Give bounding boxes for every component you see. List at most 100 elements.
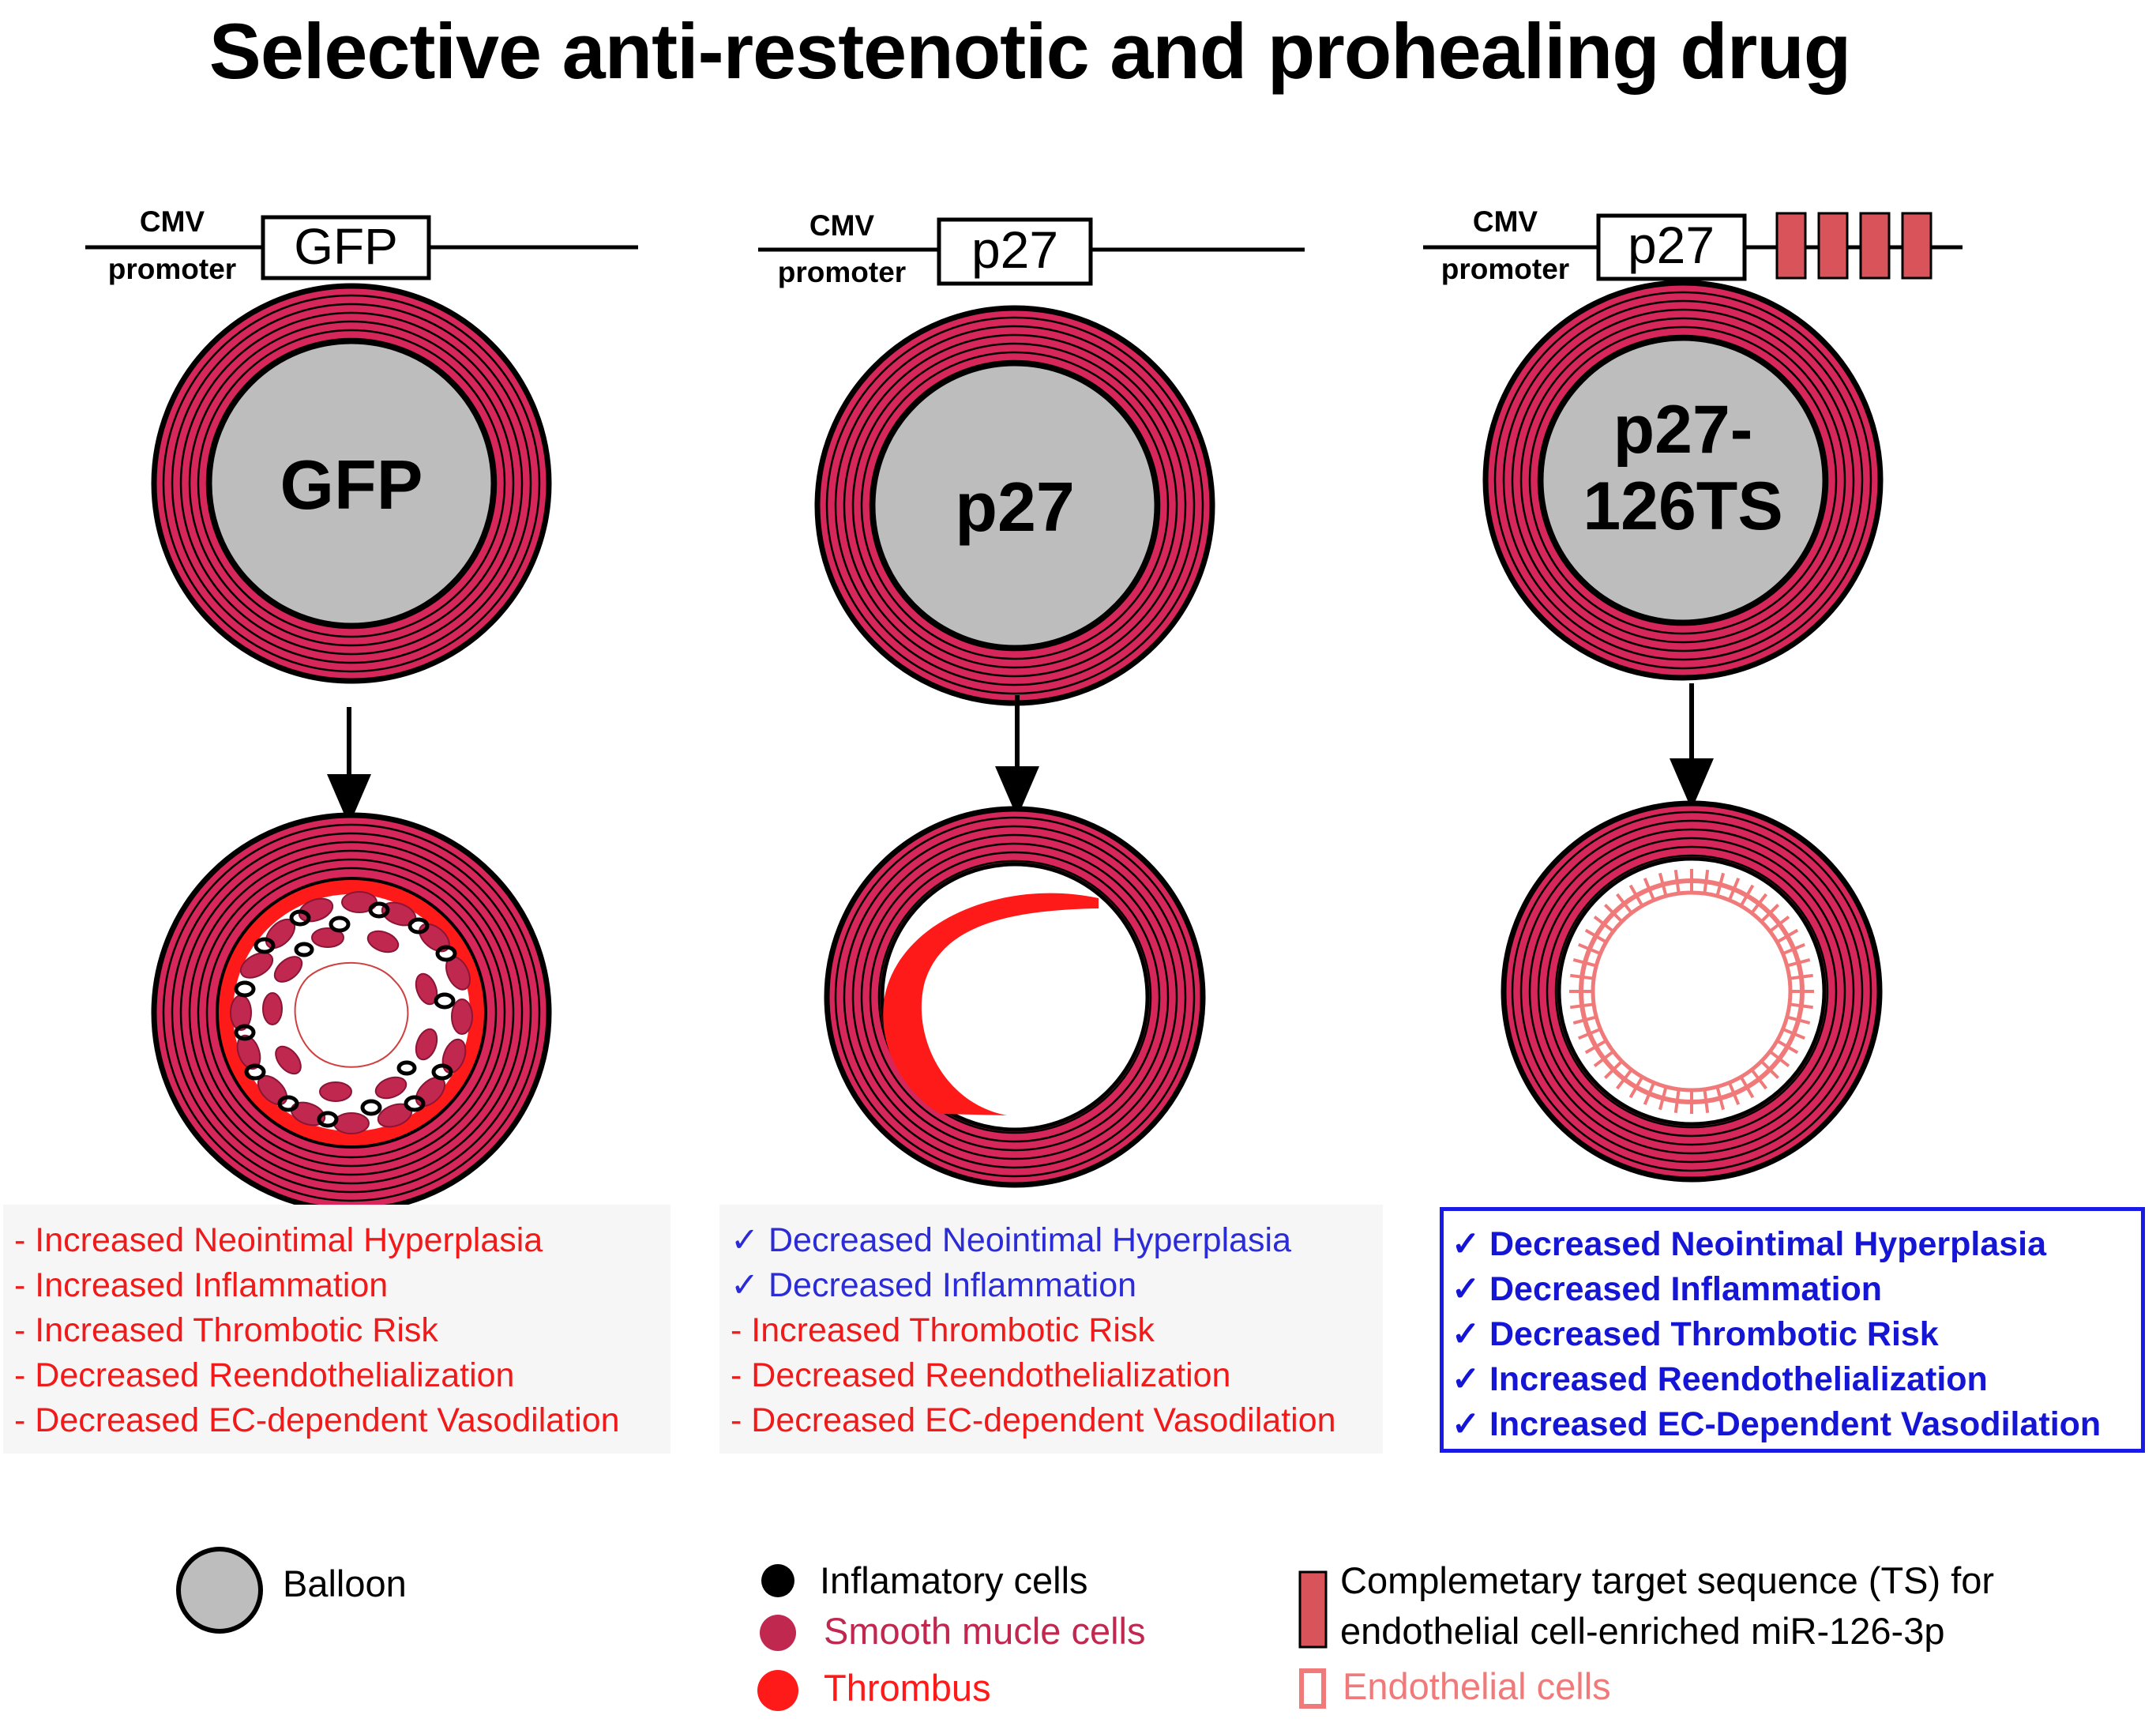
endothelial-cell-tick xyxy=(1768,916,1790,933)
legend-thrombus-label: Thrombus xyxy=(824,1667,991,1709)
endothelial-cell-tick xyxy=(1570,1002,1594,1010)
vessel-with-balloon-p27: p27 xyxy=(817,308,1212,703)
endothelial-cell-tick xyxy=(1628,1076,1644,1099)
endothelial-cell-tick xyxy=(1782,1027,1805,1040)
endothelial-cell-tick xyxy=(1658,1086,1668,1111)
endothelial-cell-tick xyxy=(1643,878,1656,901)
thrombus xyxy=(883,893,1099,1115)
vessel-outcome-restenosis xyxy=(154,815,549,1210)
outcome-item: ✓ Increased Reendothelialization xyxy=(1452,1360,1988,1398)
outcome-item: - Increased Neointimal Hyperplasia xyxy=(14,1221,543,1259)
endothelial-cell-tick xyxy=(1584,928,1607,944)
smooth-muscle-cells xyxy=(230,891,473,1134)
vessel-outcome-thrombus xyxy=(827,809,1203,1185)
vessel-with-balloon-gfp: GFP xyxy=(154,286,549,681)
balloon xyxy=(1538,335,1828,626)
balloon xyxy=(870,360,1160,651)
legend-balloon-swatch xyxy=(176,1547,263,1634)
endothelial-cell-tick xyxy=(1616,1068,1633,1090)
endothelial-cell-tick xyxy=(1715,1086,1726,1111)
balloon-label: p27 xyxy=(955,468,1075,546)
outcome-item: ✓ Decreased Neointimal Hyperplasia xyxy=(731,1221,1292,1259)
endothelial-cell-tick xyxy=(1616,893,1633,915)
legend-ts-label-line1: Complemetary target sequence (TS) for xyxy=(1340,1559,1995,1601)
outcome-box-gfp: - Increased Neointimal Hyperplasia - Inc… xyxy=(3,1205,670,1454)
outcome-item: - Increased Thrombotic Risk xyxy=(731,1311,1155,1349)
endothelial-cell-tick xyxy=(1578,942,1602,956)
endothelial-cell-tick xyxy=(1789,1002,1813,1010)
endothelial-cell-tick xyxy=(1703,1089,1710,1113)
endothelial-cell-tick xyxy=(1578,1027,1602,1040)
balloon xyxy=(206,338,497,629)
endothelial-cell-tick xyxy=(1572,1015,1597,1025)
ts-sequence-box xyxy=(1901,212,1933,280)
endothelial-cell-tick xyxy=(1789,973,1813,980)
promoter-label-top: CMV xyxy=(140,205,205,238)
endothelial-cells xyxy=(1569,869,1814,1114)
endothelial-cell-tick xyxy=(1750,1068,1767,1090)
endothelial-cell-tick xyxy=(1572,957,1597,968)
outcome-item: ✓ Increased EC-Dependent Vasodilation xyxy=(1452,1405,2102,1443)
endothelial-cell-tick xyxy=(1570,973,1594,980)
endothelial-cell-tick xyxy=(1673,870,1681,894)
endothelial-cell-tick xyxy=(1715,872,1726,897)
inflammatory-cells xyxy=(234,901,457,1128)
vessel-with-balloon-p27-126ts: p27- 126TS xyxy=(1486,283,1880,678)
endothelial-cell-tick xyxy=(1673,1089,1681,1113)
arrow-down-icon xyxy=(995,695,1039,818)
outcome-item: ✓ Decreased Neointimal Hyperplasia xyxy=(1452,1225,2047,1263)
gene-label: p27 xyxy=(971,220,1058,279)
lumen xyxy=(1557,856,1827,1126)
promoter-label-top: CMV xyxy=(809,209,875,242)
outcome-item: ✓ Decreased Inflammation xyxy=(1452,1270,1883,1308)
outcome-box-p27-126ts: ✓ Decreased Neointimal Hyperplasia ✓ Dec… xyxy=(1440,1207,2145,1453)
outcome-item: ✓ Decreased Thrombotic Risk xyxy=(1452,1315,1939,1353)
vessel-outcome-healed xyxy=(1504,803,1880,1179)
balloon-label: GFP xyxy=(280,446,423,524)
construct-p27-126ts: CMV promoter p27 xyxy=(1423,205,1963,285)
endothelial-cell-tick xyxy=(1593,916,1615,933)
endothelial-cell-tick xyxy=(1776,928,1799,944)
legend-inflammatory-swatch xyxy=(761,1564,794,1597)
legend-endothelial-label: Endothelial cells xyxy=(1343,1665,1611,1707)
outcome-item: ✓ Decreased Inflammation xyxy=(731,1266,1137,1304)
legend-smooth-muscle-label: Smooth mucle cells xyxy=(824,1610,1146,1652)
endothelial-cell-tick xyxy=(1727,878,1741,901)
outcome-item: - Increased Inflammation xyxy=(14,1266,389,1304)
outcome-item: - Increased Thrombotic Risk xyxy=(14,1311,438,1349)
narrowed-lumen xyxy=(294,961,409,1068)
legend-smooth-muscle-swatch xyxy=(760,1615,796,1651)
gene-box xyxy=(937,217,1093,286)
gene-box xyxy=(261,215,431,280)
legend-ts-label-line2: endothelial cell-enriched miR-126-3p xyxy=(1340,1610,1945,1652)
endothelial-cell-tick xyxy=(1750,893,1767,915)
endothelial-cell-tick xyxy=(1703,870,1710,894)
outcome-item: - Decreased Reendothelialization xyxy=(14,1356,515,1394)
endothelial-cell-tick xyxy=(1603,1059,1624,1080)
ts-sequence-box xyxy=(1775,212,1807,280)
endothelial-cell-tick xyxy=(1768,1050,1790,1067)
balloon-label-line2: 126TS xyxy=(1583,468,1782,544)
outcome-box-p27: ✓ Decreased Neointimal Hyperplasia ✓ Dec… xyxy=(719,1205,1383,1454)
endothelial-cell-tick xyxy=(1727,1081,1741,1105)
endothelial-cell-tick xyxy=(1739,884,1755,907)
promoter-label-bottom: promoter xyxy=(108,253,236,285)
gene-box xyxy=(1596,213,1747,281)
endothelial-cell-tick xyxy=(1782,942,1805,956)
legend-thrombus-swatch xyxy=(757,1670,798,1711)
promoter-label-top: CMV xyxy=(1473,205,1538,238)
endothelial-cell-tick xyxy=(1643,1081,1656,1105)
gene-label: GFP xyxy=(294,218,398,275)
endothelial-cell-tick xyxy=(1584,1039,1607,1055)
construct-gfp: CMV promoter GFP xyxy=(85,205,638,285)
legend-ts-swatch xyxy=(1298,1570,1328,1649)
endothelial-cell-tick xyxy=(1603,903,1624,923)
ts-sequence-box xyxy=(1859,212,1891,280)
promoter-label-bottom: promoter xyxy=(1441,253,1569,285)
gene-label: p27 xyxy=(1628,216,1715,274)
outcome-item: - Decreased Reendothelialization xyxy=(731,1356,1231,1394)
endothelial-cell-tick xyxy=(1776,1039,1799,1055)
outcome-item: - Decreased EC-dependent Vasodilation xyxy=(731,1401,1336,1439)
endothelial-cell-tick xyxy=(1658,872,1668,897)
